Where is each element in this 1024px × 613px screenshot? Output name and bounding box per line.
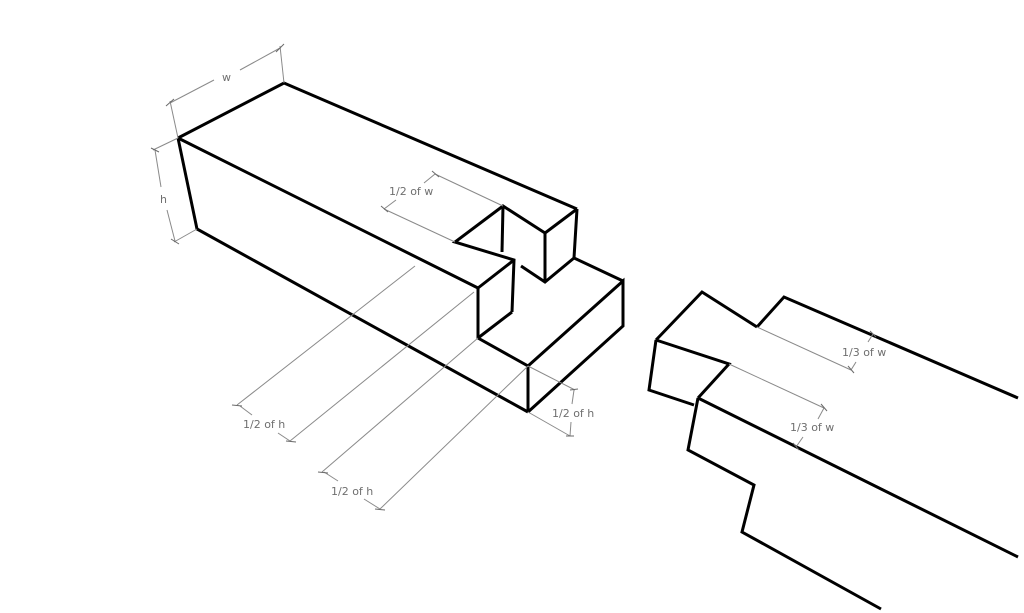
- left-beam-end-block: [543, 207, 578, 282]
- left-beam-step-top: [477, 310, 513, 340]
- height-label: h: [160, 193, 167, 206]
- right-beam-dovetail-face: [655, 338, 732, 400]
- left-beam: [176, 81, 625, 414]
- right-beam-dovetail-side: [647, 339, 695, 407]
- dimension-height: h: [150, 137, 198, 245]
- third-width-lower-label: 1/3 of w: [790, 421, 834, 434]
- right-beam-dovetail-top: [654, 290, 758, 342]
- left-beam-end-block-base: [520, 256, 575, 284]
- dovetail-notch-corner: [477, 258, 515, 290]
- dimension-half-width: 1/2 of w: [380, 170, 504, 243]
- left-beam-step-front: [476, 288, 530, 412]
- left-beam-top-near-edge: [177, 136, 479, 290]
- half-height-label-2: 1/2 of h: [331, 485, 373, 498]
- width-label: w: [222, 71, 231, 84]
- left-beam-end-block-side: [572, 208, 624, 283]
- right-beam-top-back: [755, 295, 1019, 400]
- third-width-upper-label: 1/3 of w: [842, 346, 886, 359]
- half-height-label-1: 1/2 of h: [243, 418, 285, 431]
- dimension-half-height-lower: 1/2 of h: [231, 265, 475, 443]
- half-width-label: 1/2 of w: [389, 185, 433, 198]
- dimension-width: w: [165, 43, 285, 139]
- left-beam-front-edge: [176, 137, 529, 414]
- dimension-half-height-end: 1/2 of h: [527, 365, 594, 437]
- dovetail-notch-inner: [500, 205, 505, 253]
- right-beam-front: [697, 396, 1019, 559]
- left-beam-top-far-edge: [177, 81, 578, 211]
- dimension-third-width-upper: 1/3 of w: [756, 326, 886, 374]
- right-beam-lower-step: [686, 397, 882, 611]
- left-beam-step-right: [526, 277, 625, 414]
- half-height-end-label: 1/2 of h: [552, 407, 594, 420]
- dimension-half-height-upper: 1/2 of h: [317, 337, 529, 511]
- dimension-third-width-lower: 1/3 of w: [728, 363, 834, 451]
- right-beam: [647, 290, 1019, 611]
